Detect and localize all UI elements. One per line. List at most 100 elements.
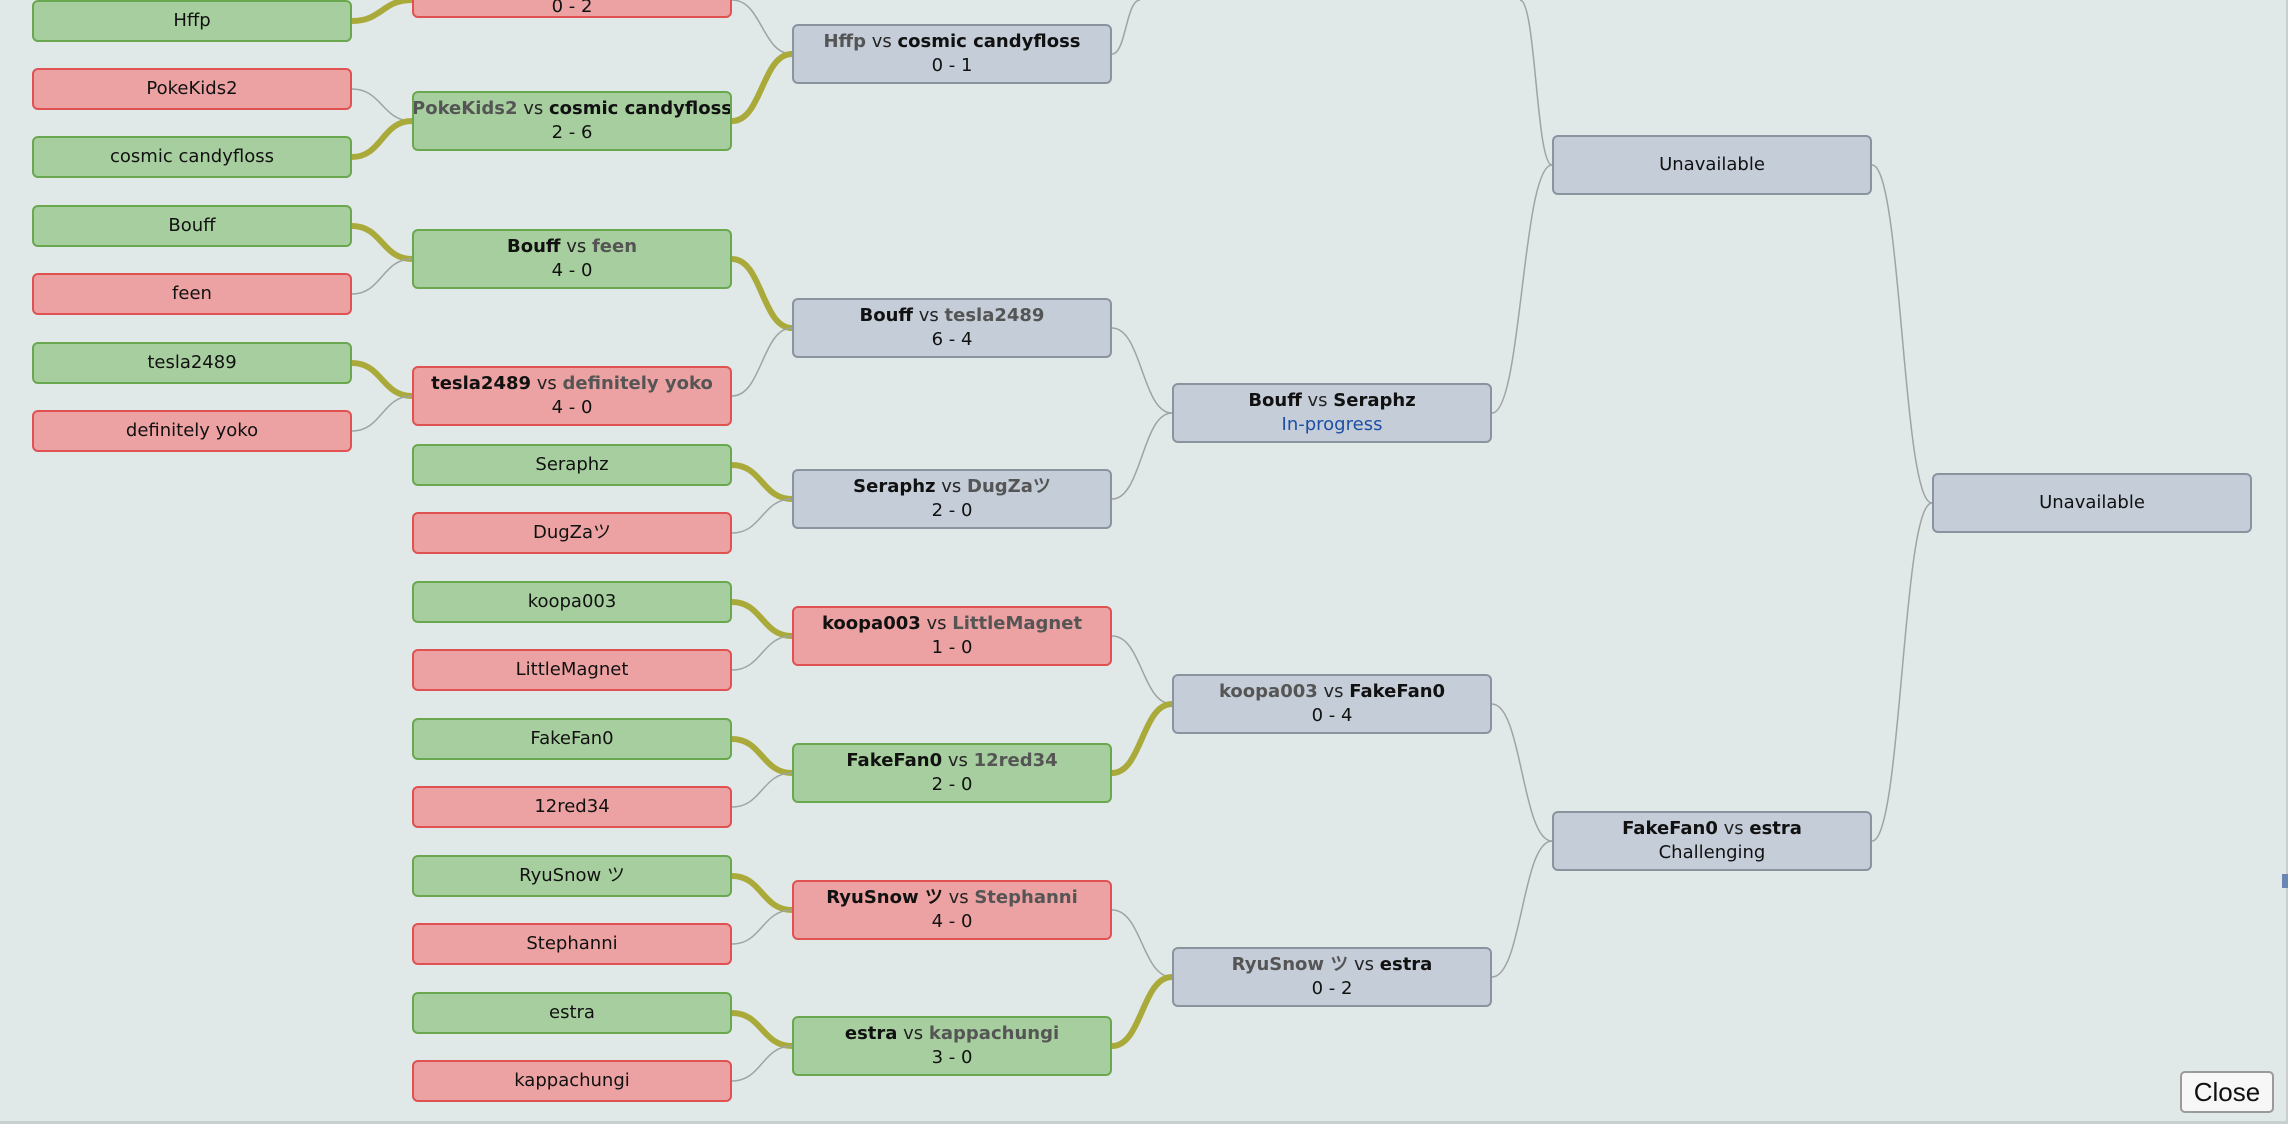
- match-score: 2 - 6: [551, 122, 593, 143]
- player-name: FakeFan0: [1622, 818, 1718, 839]
- player-slot[interactable]: RyuSnow ツ: [412, 855, 732, 897]
- vs-label: vs: [935, 476, 967, 497]
- match-score: 0 - 2: [551, 0, 593, 17]
- player-slot[interactable]: Seraphz: [412, 444, 732, 486]
- player-name: RyuSnow ツ: [826, 887, 943, 908]
- player-name: koopa003: [1218, 681, 1318, 702]
- player-slot[interactable]: definitely yoko: [32, 410, 352, 452]
- match-players: FakeFan0 vs estra: [1622, 817, 1802, 841]
- player-slot[interactable]: PokeKids2: [32, 68, 352, 110]
- player-name: FakeFan0: [530, 728, 614, 749]
- player-slot[interactable]: FakeFan0: [412, 718, 732, 760]
- player-slot[interactable]: 12red34: [412, 786, 732, 828]
- match-players: PokeKids2 vs cosmic candyfloss: [412, 97, 730, 121]
- match-status: Unavailable: [2039, 492, 2145, 513]
- match-players: Bouff vs Seraphz: [1248, 389, 1415, 413]
- player-name: DugZaツ: [532, 522, 612, 543]
- match-score: 4 - 0: [551, 397, 593, 418]
- vs-label: vs: [897, 1023, 929, 1044]
- match-card-unavailable[interactable]: Unavailable: [1932, 473, 2252, 533]
- vs-label: vs: [1317, 681, 1350, 702]
- player-slot[interactable]: Bouff: [32, 205, 352, 247]
- player-name: DugZaツ: [967, 476, 1051, 497]
- player-name: koopa003: [821, 613, 921, 634]
- player-name: estra: [549, 1002, 595, 1023]
- match-score: 0 - 1: [931, 55, 973, 76]
- match-players: koopa003 vs LittleMagnet: [822, 612, 1082, 636]
- player-name: kappachungi: [514, 1070, 630, 1091]
- vs-label: vs: [942, 887, 975, 908]
- match-players: Hffp vs cosmic candyfloss: [823, 30, 1080, 54]
- player-name: Bouff: [506, 236, 561, 257]
- match-card-unavailable[interactable]: Unavailable: [1552, 135, 1872, 195]
- player-name: PokeKids2: [146, 78, 238, 99]
- scrollbar-edge[interactable]: [2282, 874, 2288, 888]
- player-slot[interactable]: feen: [32, 273, 352, 315]
- vs-label: vs: [517, 98, 549, 119]
- player-name: cosmic candyfloss: [897, 31, 1081, 52]
- player-name: Seraphz: [1333, 390, 1416, 411]
- player-name: estra: [1749, 818, 1802, 839]
- player-slot[interactable]: tesla2489: [32, 342, 352, 384]
- player-slot[interactable]: LittleMagnet: [412, 649, 732, 691]
- vs-label: vs: [913, 305, 945, 326]
- match-score: 4 - 0: [931, 911, 973, 932]
- close-button[interactable]: Close: [2180, 1071, 2274, 1113]
- player-name: RyuSnow ツ: [1231, 954, 1349, 975]
- player-name: estra: [1379, 954, 1433, 975]
- player-slot[interactable]: Stephanni: [412, 923, 732, 965]
- player-name: FakeFan0: [1349, 681, 1446, 702]
- player-name: tesla2489: [944, 305, 1045, 326]
- player-name: RyuSnow ツ: [519, 865, 625, 886]
- player-name: Seraphz: [853, 476, 936, 497]
- player-name: Hffp: [173, 10, 211, 31]
- match-score: 2 - 0: [931, 774, 973, 795]
- player-name: estra: [844, 1023, 898, 1044]
- player-slot[interactable]: estra: [412, 992, 732, 1034]
- player-name: LittleMagnet: [952, 613, 1083, 634]
- player-name: feen: [172, 283, 212, 304]
- player-name: Bouff: [168, 215, 216, 236]
- match-players: Seraphz vs DugZaツ: [853, 475, 1051, 499]
- match-players: Bouff vs feen: [507, 235, 637, 259]
- player-slot[interactable]: koopa003: [412, 581, 732, 623]
- player-name: PokeKids2: [412, 98, 518, 119]
- player-slot[interactable]: DugZaツ: [412, 512, 732, 554]
- match-players: Bouff vs tesla2489: [860, 304, 1045, 328]
- vs-label: vs: [920, 613, 953, 634]
- match-players: estra vs kappachungi: [845, 1022, 1059, 1046]
- player-name: 12red34: [973, 750, 1058, 771]
- match-score: 2 - 0: [931, 500, 973, 521]
- vs-label: vs: [866, 31, 898, 52]
- player-name: Stephanni: [526, 933, 618, 954]
- vs-label: vs: [1348, 954, 1380, 975]
- match-score: 0 - 2: [1311, 978, 1353, 999]
- player-name: feen: [591, 236, 638, 257]
- match-players: tesla2489 vs definitely yoko: [431, 372, 713, 396]
- player-name: Bouff: [859, 305, 914, 326]
- player-slot[interactable]: kappachungi: [412, 1060, 732, 1102]
- player-name: definitely yoko: [125, 420, 259, 441]
- match-card[interactable]: RyuSnow ツ vs estra 0 - 2: [1172, 947, 1492, 1007]
- match-card[interactable]: 0 - 2: [412, 0, 732, 18]
- match-players: RyuSnow ツ vs Stephanni: [826, 886, 1078, 910]
- player-slot[interactable]: cosmic candyfloss: [32, 136, 352, 178]
- player-name: cosmic candyfloss: [110, 146, 274, 167]
- player-slot[interactable]: Hffp: [32, 0, 352, 42]
- player-name: Bouff: [1248, 390, 1302, 411]
- vs-label: vs: [942, 750, 974, 771]
